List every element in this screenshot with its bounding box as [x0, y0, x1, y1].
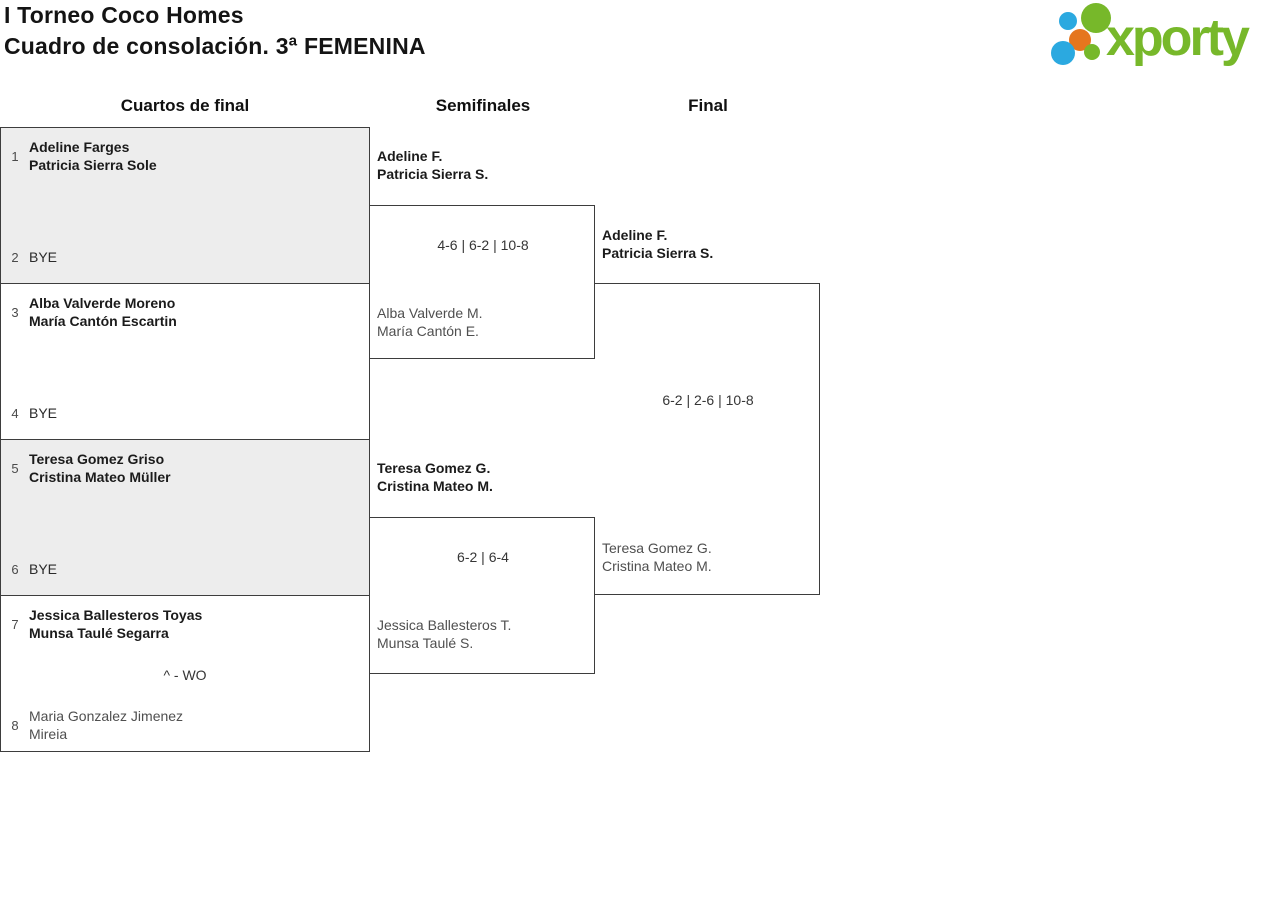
- seed-number: 1: [11, 148, 19, 164]
- player-name: María Cantón Escartin: [29, 313, 177, 329]
- match-score: 4-6 | 6-2 | 10-8: [437, 237, 529, 253]
- team-name-pair: Maria Gonzalez Jimenez Mireia: [29, 707, 363, 743]
- team-name-pair: BYE: [29, 395, 363, 431]
- round-header-semifinals: Semifinales: [435, 96, 531, 115]
- seed-number: 3: [11, 304, 19, 320]
- player-name: Patricia Sierra Sole: [29, 157, 157, 173]
- player-name: Cristina Mateo Müller: [29, 469, 171, 485]
- player-name: Cristina Mateo M.: [377, 478, 493, 494]
- logo-dot-orange: [1069, 29, 1091, 51]
- player-name: Adeline F.: [377, 148, 443, 164]
- team-name-pair: Alba Valverde Moreno María Cantón Escart…: [29, 294, 363, 330]
- seed-number: 7: [11, 616, 19, 632]
- player-name: Teresa Gomez G.: [602, 540, 712, 556]
- player-name: BYE: [29, 561, 58, 577]
- round-header-quarterfinals: Cuartos de final: [120, 96, 250, 115]
- player-name: Patricia Sierra S.: [377, 166, 489, 182]
- bracket-subtitle: Cuadro de consolación. 3ª FEMENINA: [4, 33, 426, 59]
- player-name: Adeline Farges: [29, 139, 130, 155]
- team-name-pair: Adeline F. Patricia Sierra S.: [602, 226, 713, 262]
- seed-number: 5: [11, 460, 19, 476]
- team-name-pair: Adeline F. Patricia Sierra S.: [377, 147, 488, 183]
- team-name-pair: Adeline Farges Patricia Sierra Sole: [29, 138, 363, 174]
- team-name-pair: BYE: [29, 551, 363, 587]
- team-name-pair: Jessica Ballesteros Toyas Munsa Taulé Se…: [29, 606, 363, 642]
- logo-dot-blue-small: [1059, 12, 1077, 30]
- xporty-logo[interactable]: xporty: [1044, 0, 1280, 76]
- logo-dot-blue-large: [1051, 41, 1075, 65]
- seed-number: 4: [11, 405, 19, 421]
- team-name-pair: BYE: [29, 239, 363, 275]
- page-title: I Torneo Coco Homes Cuadro de consolació…: [4, 0, 426, 62]
- match-score: ^ - WO: [163, 667, 207, 683]
- player-name: Cristina Mateo M.: [602, 558, 712, 574]
- match-semifinal-2-box: [370, 517, 595, 674]
- player-name: BYE: [29, 249, 58, 265]
- logo-dot-green-small: [1084, 44, 1100, 60]
- match-score: 6-2 | 2-6 | 10-8: [662, 392, 754, 408]
- match-quarterfinal-4: 7 Jessica Ballesteros Toyas Munsa Taulé …: [0, 595, 370, 752]
- match-quarterfinal-1: 1 Adeline Farges Patricia Sierra Sole 2 …: [0, 127, 370, 284]
- player-name: Teresa Gomez Griso: [29, 451, 165, 467]
- match-final-box: [595, 283, 820, 595]
- player-name: Patricia Sierra S.: [602, 245, 714, 261]
- player-name: Alba Valverde M.: [377, 305, 483, 321]
- tournament-name: I Torneo Coco Homes: [4, 2, 244, 28]
- match-quarterfinal-2: 3 Alba Valverde Moreno María Cantón Esca…: [0, 283, 370, 440]
- team-name-pair: Teresa Gomez Griso Cristina Mateo Müller: [29, 450, 363, 486]
- player-name: Adeline F.: [602, 227, 668, 243]
- player-name: Jessica Ballesteros Toyas: [29, 607, 203, 623]
- player-name: BYE: [29, 405, 58, 421]
- player-name: Munsa Taulé S.: [377, 635, 474, 651]
- team-name-pair: Jessica Ballesteros T. Munsa Taulé S.: [377, 616, 511, 652]
- team-name-pair: Teresa Gomez G. Cristina Mateo M.: [377, 459, 493, 495]
- match-quarterfinal-3: 5 Teresa Gomez Griso Cristina Mateo Müll…: [0, 439, 370, 596]
- player-name: Teresa Gomez G.: [377, 460, 491, 476]
- player-name: Alba Valverde Moreno: [29, 295, 176, 311]
- player-name: Maria Gonzalez Jimenez: [29, 708, 184, 724]
- player-name: María Cantón E.: [377, 323, 479, 339]
- seed-number: 2: [11, 249, 19, 265]
- team-name-pair: Alba Valverde M. María Cantón E.: [377, 304, 483, 340]
- player-name: Mireia: [29, 726, 68, 742]
- player-name: Munsa Taulé Segarra: [29, 625, 169, 641]
- logo-wordmark: xporty: [1106, 9, 1250, 67]
- seed-number: 8: [11, 717, 19, 733]
- match-score: 6-2 | 6-4: [457, 549, 509, 565]
- logo-dot-green-large: [1081, 3, 1111, 33]
- player-name: Jessica Ballesteros T.: [377, 617, 512, 633]
- seed-number: 6: [11, 561, 19, 577]
- match-semifinal-1-box: [370, 205, 595, 359]
- team-name-pair: Teresa Gomez G. Cristina Mateo M.: [602, 539, 712, 575]
- round-header-final: Final: [688, 96, 728, 115]
